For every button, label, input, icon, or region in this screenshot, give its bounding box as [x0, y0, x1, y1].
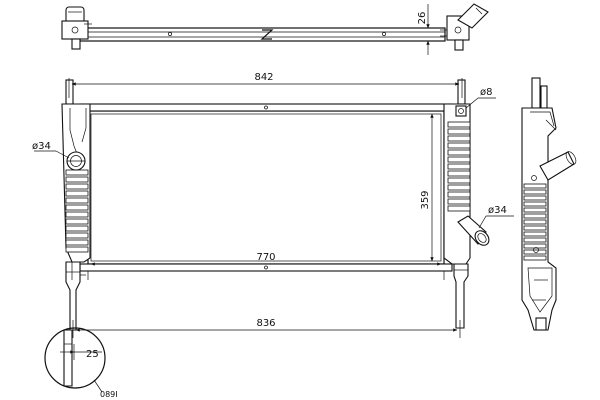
right-tank-fin [447, 205, 471, 212]
right-tank-fin [447, 156, 471, 163]
left-tank-fin [65, 183, 89, 190]
bottom-header-plate [79, 263, 453, 272]
side-view-fin [523, 195, 547, 201]
side-view-fin [523, 225, 547, 231]
left-tank-fin [65, 211, 89, 218]
top-view: 26 [61, 3, 489, 55]
left-tank-fin [65, 197, 89, 204]
right-tank-fin [447, 128, 471, 135]
top-view-right-tank [440, 3, 489, 51]
dimension-thickness: 26 [417, 12, 428, 25]
side-view-body [521, 107, 557, 331]
dimension-width-bottom: 836 [256, 318, 275, 329]
left-tank-fin [65, 239, 89, 246]
vent-port [455, 105, 467, 117]
radiator-core [87, 110, 445, 265]
top-header-plate [79, 103, 453, 112]
left-tank-fin [65, 169, 89, 176]
top-view-z-mark [260, 29, 274, 40]
left-tank-fin [65, 218, 89, 225]
left-tank-fin [65, 225, 89, 232]
right-tank-fin [447, 163, 471, 170]
side-view-fin [523, 201, 547, 207]
side-view-fin [523, 219, 547, 225]
right-tank-fin [447, 149, 471, 156]
left-tank-fin [65, 246, 89, 253]
left-tank-fins [65, 169, 89, 253]
left-tank-fin [65, 190, 89, 197]
right-tank-fin [447, 170, 471, 177]
left-tank [61, 79, 91, 331]
left-tank-fin [65, 232, 89, 239]
side-view-fin [523, 213, 547, 219]
left-tank-fin [65, 176, 89, 183]
callout-vent-diameter: ø8 [480, 87, 492, 98]
right-tank-fin [447, 184, 471, 191]
top-view-left-tank [61, 6, 92, 50]
right-tank-fin [447, 142, 471, 149]
right-tank-fins [447, 121, 471, 212]
callout-outlet-diameter: ø34 [488, 205, 507, 216]
front-view: 842 770 836 359 ø34 ø34 ø8 [32, 72, 514, 338]
callout-inlet-diameter: ø34 [32, 141, 51, 152]
right-tank-fin [447, 191, 471, 198]
side-view [521, 77, 577, 331]
detail-circle [44, 327, 106, 389]
side-view-fin [523, 237, 547, 243]
dimension-height-core: 359 [420, 190, 431, 209]
right-tank-fin [447, 198, 471, 205]
dimension-width-inner: 770 [256, 252, 275, 263]
right-tank-fin [447, 135, 471, 142]
detail-label: 089I [100, 390, 118, 399]
side-view-fin [523, 189, 547, 195]
side-view-fin [523, 207, 547, 213]
right-tank-fin [447, 177, 471, 184]
dimension-width-top: 842 [254, 72, 273, 83]
right-tank [443, 79, 490, 329]
side-view-fin [523, 183, 547, 189]
left-tank-fin [65, 204, 89, 211]
side-view-fin [523, 231, 547, 237]
detail-view: 25 089I [44, 327, 118, 399]
right-tank-fin [447, 121, 471, 128]
side-view-fin [523, 255, 547, 261]
dimension-detail-offset: 25 [86, 349, 99, 360]
